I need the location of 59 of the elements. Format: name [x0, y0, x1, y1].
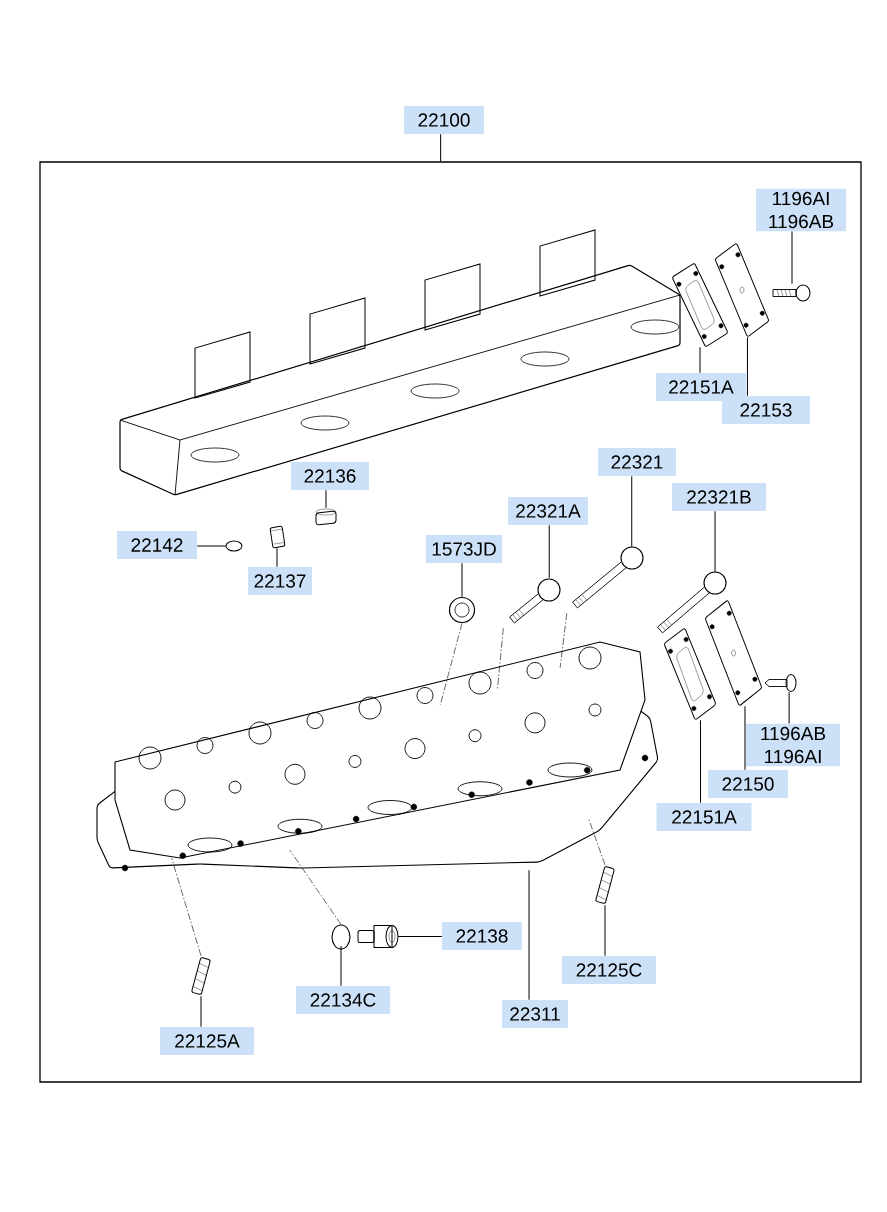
frame [39, 161, 862, 1083]
part-number-label: 22150 [708, 770, 788, 798]
leader-line [196, 545, 227, 547]
sleeve-drawing [269, 525, 286, 549]
leader-line [700, 719, 701, 804]
plug-drawing [225, 540, 243, 552]
longbolt-drawing [572, 546, 644, 609]
leader-line [604, 904, 606, 957]
part-number-label: 1196AI 1196AB [756, 188, 846, 232]
part-number-label: 22142 [117, 531, 197, 559]
dash-dot-line [588, 817, 606, 866]
leader-line [461, 562, 463, 598]
part-number-label: 22136 [291, 462, 369, 490]
dash-dot-line [289, 849, 342, 925]
leader-line [788, 691, 790, 725]
cap-drawing [315, 508, 337, 526]
lifter-drawing [357, 925, 399, 948]
part-number-label: 22311 [502, 1000, 568, 1028]
leader-line [440, 133, 442, 162]
head-drawing [96, 641, 659, 872]
leader-line [744, 705, 746, 771]
part-number-label: 22321 [598, 448, 676, 476]
leader-line [528, 869, 530, 1001]
cover-drawing [705, 600, 762, 706]
longbolt-drawing [509, 578, 561, 624]
stud-drawing [191, 957, 211, 995]
part-number-label: 22151A [656, 373, 746, 401]
part-number-label: 1196AB 1196AI [746, 723, 840, 767]
gasket-drawing [672, 263, 728, 347]
dash-dot-line [497, 627, 504, 691]
part-number-label: 22138 [442, 922, 522, 950]
stud-drawing [595, 866, 615, 904]
part-number-label: 1573JD [426, 535, 502, 563]
leader-line [276, 547, 278, 568]
part-number-label: 22125A [160, 1027, 254, 1055]
dash-dot-line [439, 622, 463, 706]
gasket-drawing [664, 628, 716, 720]
part-number-label: 22100 [404, 106, 484, 134]
leader-line [200, 995, 202, 1028]
part-number-label: 22137 [248, 567, 312, 595]
leader-line [791, 230, 793, 285]
leader-line [699, 346, 701, 374]
part-number-label: 22134C [296, 986, 390, 1014]
ring-drawing [331, 924, 351, 950]
part-number-label: 22125C [562, 956, 656, 984]
leader-line [746, 336, 748, 397]
bolt-short-drawing [772, 284, 811, 302]
longbolt-drawing [657, 571, 727, 634]
part-number-label: 22321B [672, 483, 766, 511]
part-number-label: 22153 [722, 396, 810, 424]
dash-dot-line [171, 857, 202, 957]
leader-line [325, 489, 327, 509]
leader-line [340, 945, 342, 987]
cover-drawing [715, 243, 769, 337]
part-number-label: 22151A [656, 803, 752, 831]
seal-drawing [448, 596, 476, 624]
bolt-left-drawing [764, 674, 797, 692]
leader-line [397, 936, 443, 937]
part-number-label: 22321A [508, 497, 588, 525]
